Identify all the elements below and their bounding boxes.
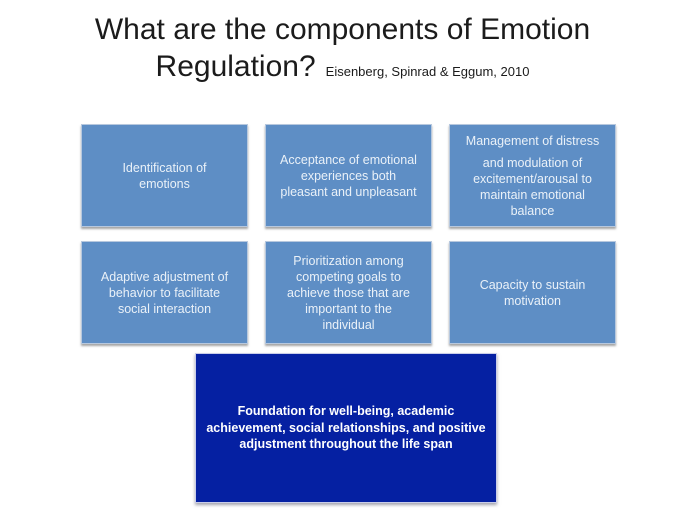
box-acceptance-of-emotional-experiences: Acceptance of emotional experiences both…	[265, 124, 432, 227]
box-identification-of-emotions: Identification of emotions	[81, 124, 248, 227]
foundation-box: Foundation for well-being, academic achi…	[195, 353, 497, 503]
slide-title-line-2-text: Regulation?	[155, 50, 316, 84]
components-grid: Identification of emotions Acceptance of…	[81, 124, 617, 344]
box-text: Identification of emotions	[122, 160, 207, 191]
foundation-text: Foundation for well-being, academic achi…	[206, 404, 486, 452]
box-capacity-to-sustain-motivation: Capacity to sustain motivation	[449, 241, 616, 344]
box-text: Prioritization among competing goals to …	[287, 253, 410, 332]
box-text: Acceptance of emotional experiences both…	[280, 152, 417, 199]
slide-title-citation: Eisenberg, Spinrad & Eggum, 2010	[325, 64, 530, 80]
slide-title-line-2: Regulation? Eisenberg, Spinrad & Eggum, 2…	[0, 48, 685, 85]
slide-title-line-1: What are the components of Emotion	[94, 13, 591, 46]
box-text: Adaptive adjustment of behavior to facil…	[100, 269, 229, 316]
box-prioritization-among-competing-goals: Prioritization among competing goals to …	[265, 241, 432, 344]
slide-title: What are the components of Emotion Regul…	[0, 11, 685, 85]
box-text: Capacity to sustain motivation	[479, 277, 586, 308]
box-management-of-distress: Management of distress and modulation of…	[449, 124, 616, 227]
box-adaptive-adjustment-of-behavior: Adaptive adjustment of behavior to facil…	[81, 241, 248, 344]
box-text-secondary: and modulation of excitement/arousal to …	[473, 155, 592, 218]
box-text: Management of distress	[465, 133, 600, 148]
